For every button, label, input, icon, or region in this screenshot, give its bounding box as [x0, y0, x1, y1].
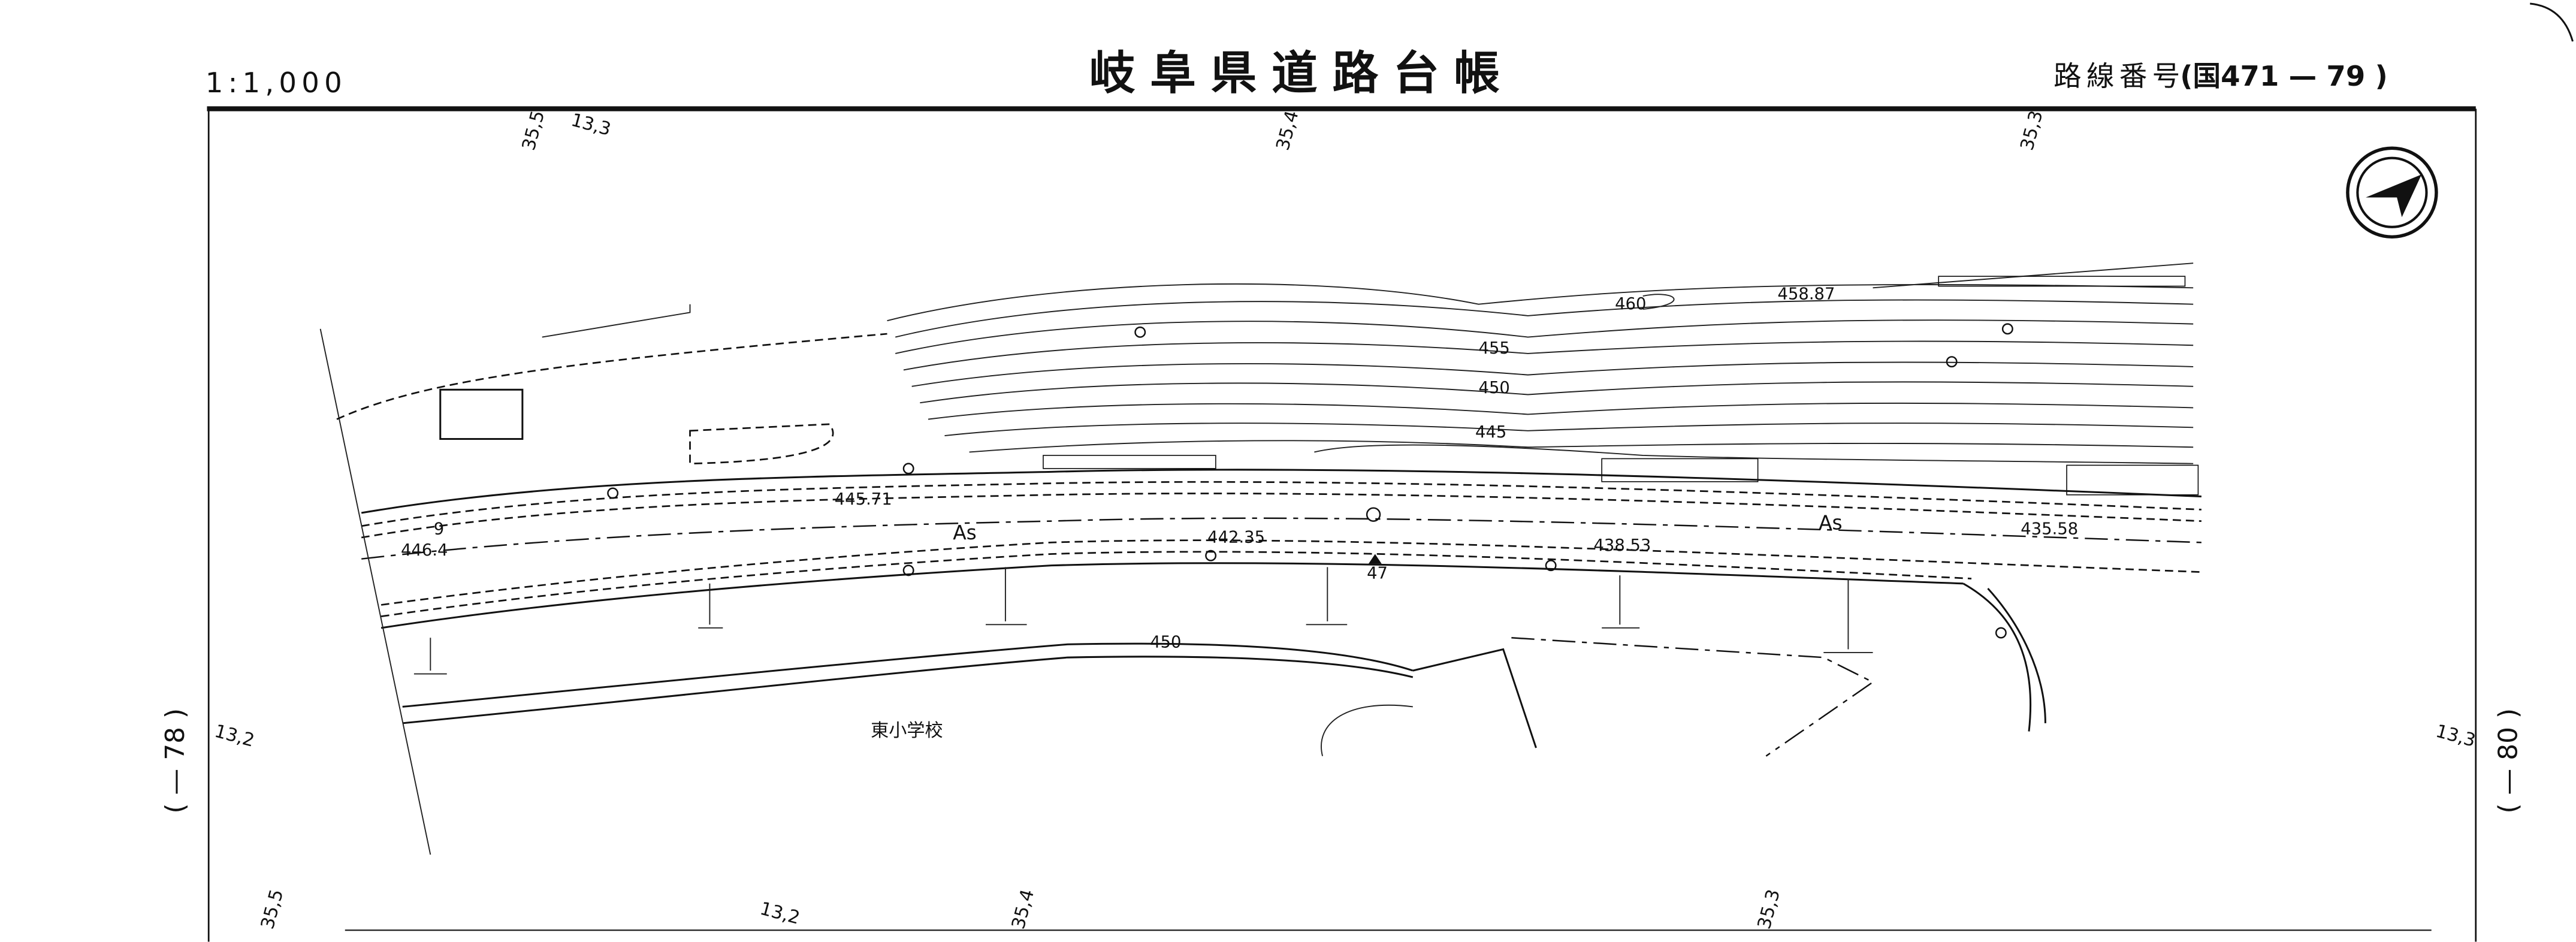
surface-label: As [953, 521, 977, 544]
grid-label-bottom: 13,2 [758, 898, 802, 929]
contour-label: 445 [1475, 423, 1506, 442]
grid-label-bottom: 35,4 [1008, 887, 1038, 931]
grid-label-left: 13,2 [212, 721, 256, 751]
adjacent-sheet-right: ( — 80 ) [2493, 708, 2523, 814]
elevation-label: 435.58 [2021, 520, 2078, 539]
contour-lines [887, 262, 2194, 464]
contour-label: 450 [1150, 633, 1181, 652]
road [361, 469, 2201, 732]
elevation-label: 445.71 [835, 490, 892, 509]
route-number: (国471 — 79 ) [2180, 60, 2388, 92]
buildings [336, 304, 887, 465]
elevation-label: 438.53 [1593, 536, 1651, 555]
north-arrow-icon [2346, 146, 2438, 239]
elevation-label: 458.87 [1778, 285, 1835, 303]
slope-symbols [413, 567, 1873, 675]
grid-label-bottom: 35,3 [1754, 887, 1784, 931]
retaining-wall-hatch [1043, 276, 2199, 496]
elevation-label: 442.35 [1207, 528, 1265, 547]
page-title: 岐阜県道路台帳 [1089, 47, 1515, 101]
grid-label-right: 13,3 [2433, 721, 2478, 751]
school-label: 東小学校 [871, 720, 943, 741]
triangulation-point-icon [1368, 554, 1382, 564]
km-marker: 9 [434, 520, 444, 539]
adjacent-sheet-left: ( — 78 ) [160, 708, 191, 814]
grid-label-bottom: 35,5 [257, 887, 288, 931]
utility-poles [607, 323, 2013, 639]
grid-label-top: 13,3 [569, 110, 613, 140]
contour-label: 455 [1479, 339, 1510, 358]
route-label: 路線番号 [2053, 60, 2185, 92]
grid-label-top: 35,3 [2016, 108, 2047, 153]
contour-label: 460 [1615, 295, 1646, 313]
elevation-label: 446.4 [401, 541, 448, 560]
grid-label-top: 35,4 [1272, 108, 1303, 153]
station-marker: 47 [1367, 564, 1388, 583]
contour-label: 450 [1479, 379, 1510, 397]
scale-label: 1:1,000 [206, 67, 347, 99]
page-edge [2530, 2, 2574, 42]
surface-label: As [1819, 511, 1843, 534]
grid-label-top: 35,5 [518, 108, 549, 153]
school-boundary [319, 328, 1874, 855]
